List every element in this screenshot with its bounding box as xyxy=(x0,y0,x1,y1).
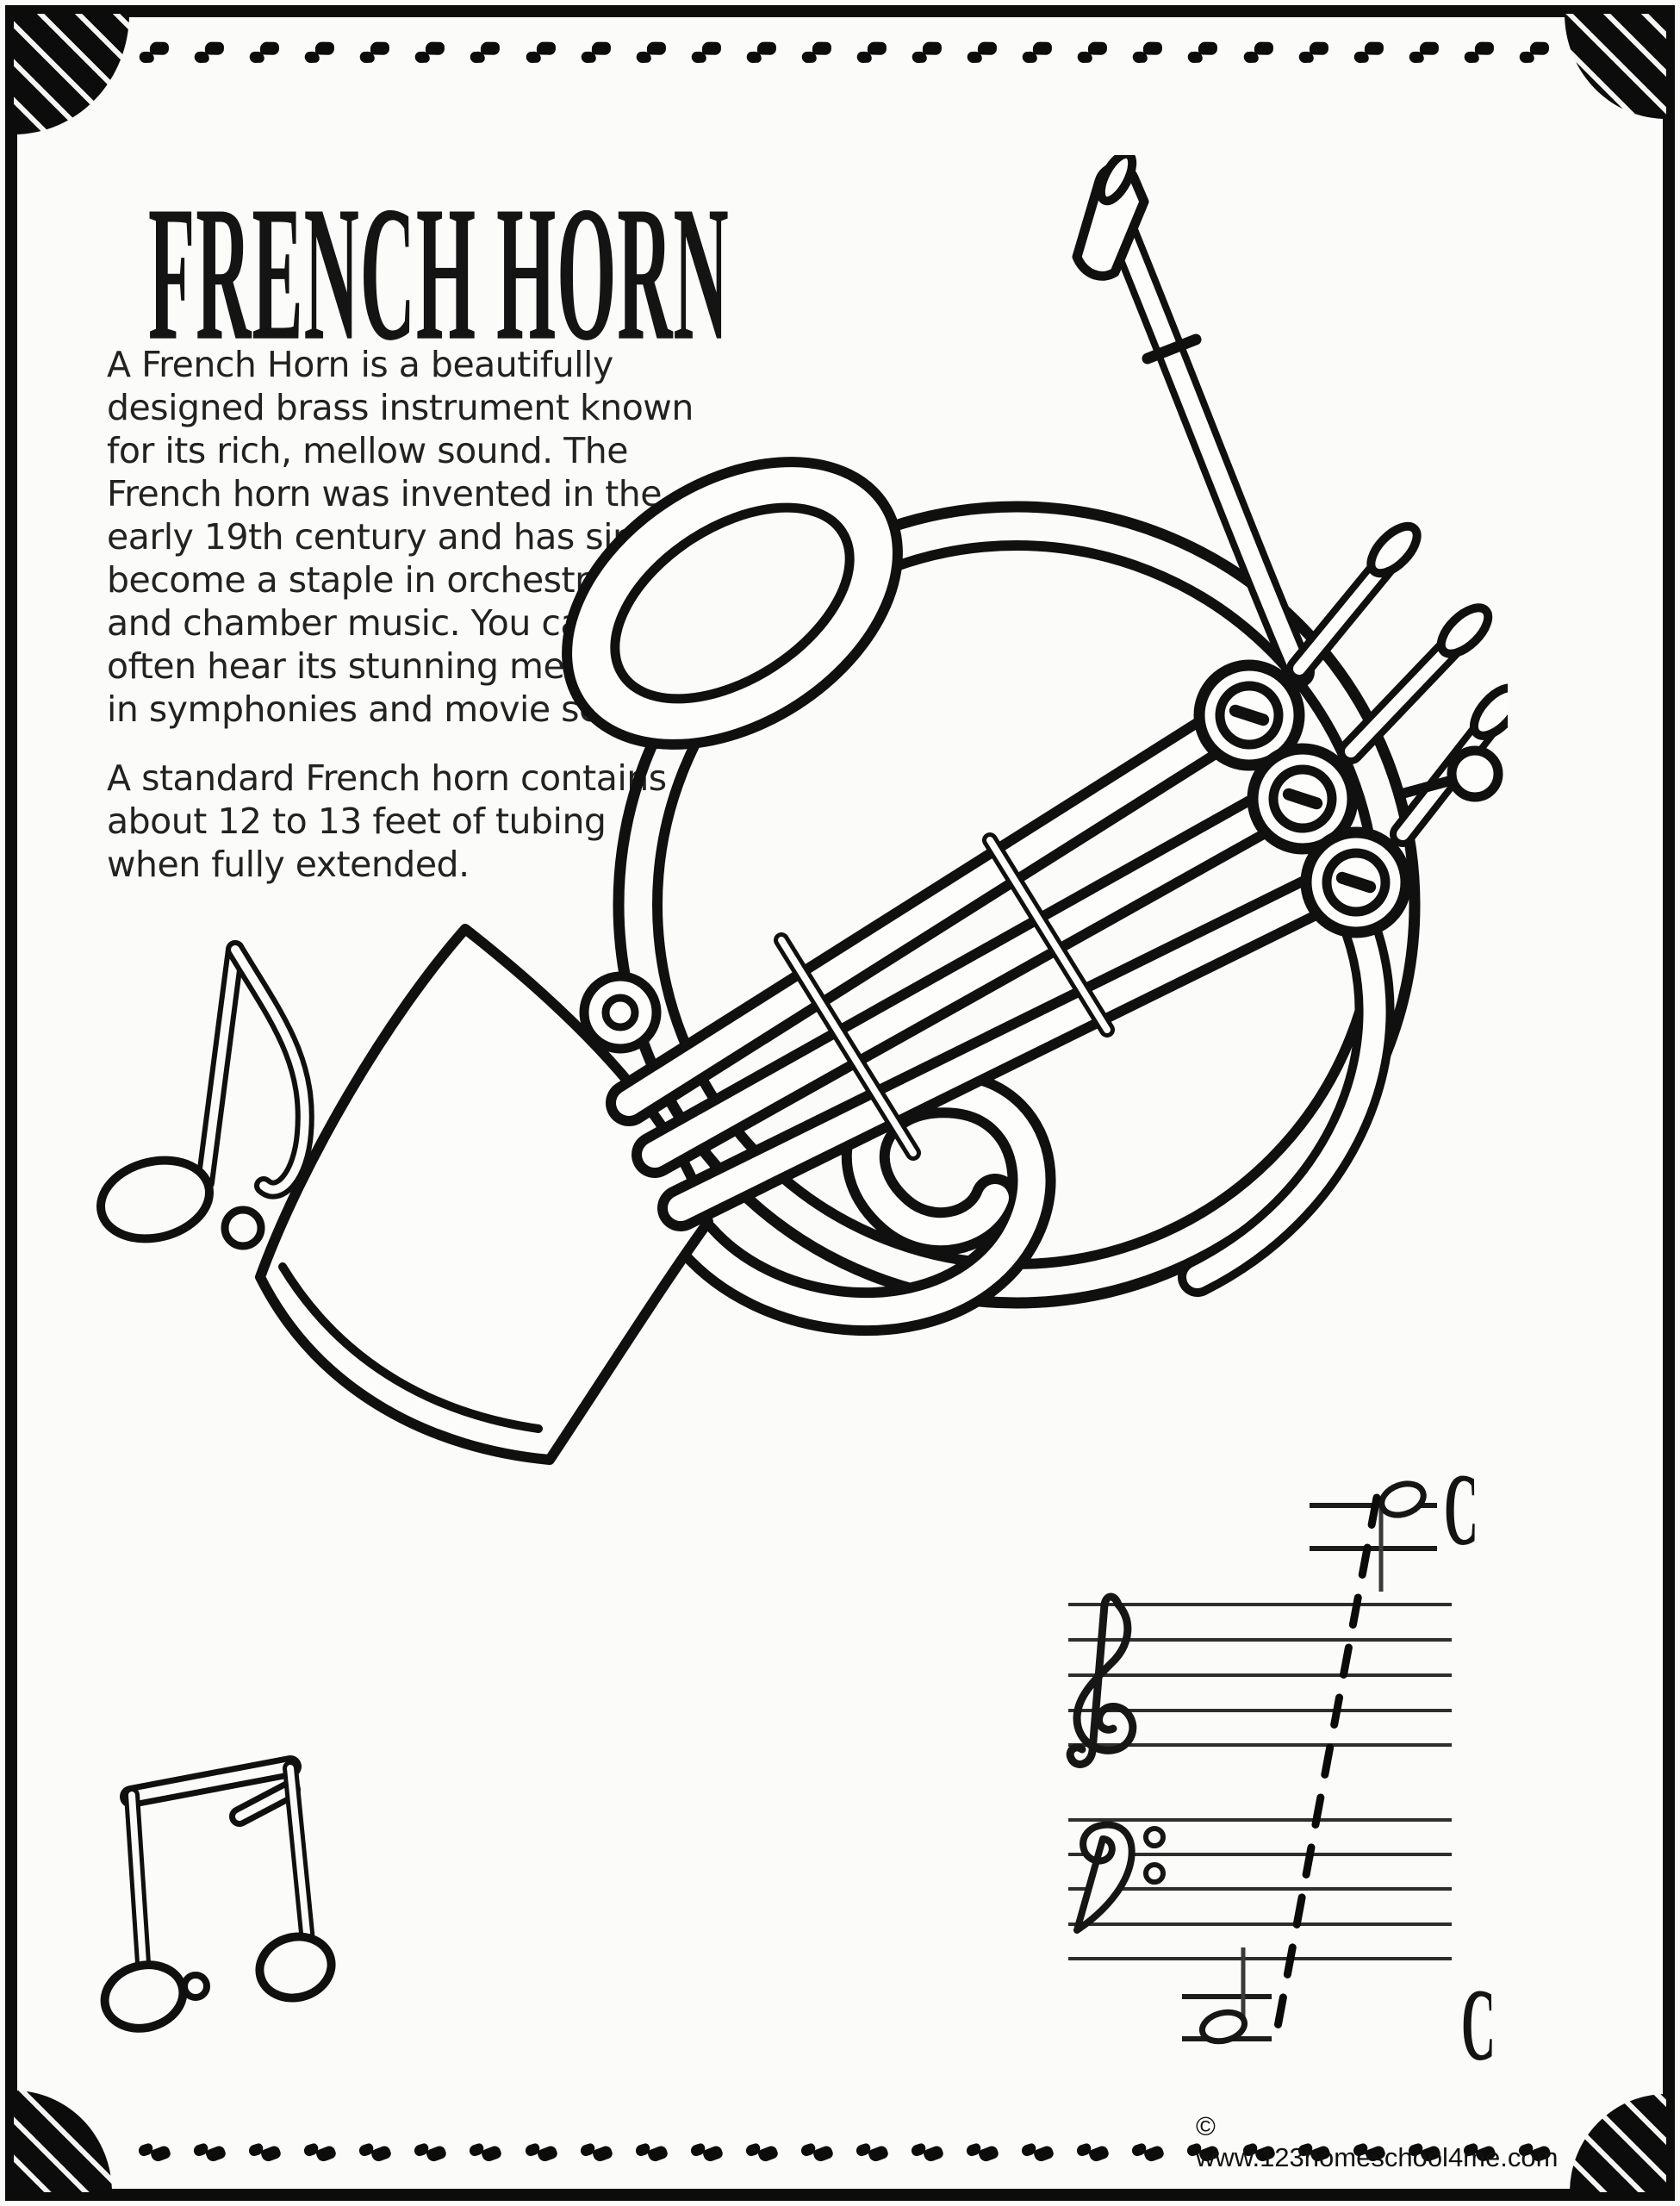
ornament-mark xyxy=(1350,37,1387,69)
horn-return-tube xyxy=(1178,911,1395,1297)
grand-staff-diagram xyxy=(1066,1480,1452,2045)
ornament-mark xyxy=(136,2136,172,2166)
ornament-mark xyxy=(246,37,283,69)
ornament-mark xyxy=(1019,2136,1055,2166)
ornament-mark xyxy=(577,37,614,69)
ornament-mark xyxy=(854,2136,890,2166)
treble-clef-icon xyxy=(1066,1592,1137,1768)
horn-rotary-valves xyxy=(1193,659,1412,938)
valve-rotor xyxy=(1247,743,1359,855)
dashed-range-line xyxy=(1273,1493,1381,2031)
ornament-mark xyxy=(302,2136,338,2166)
ornament-mark xyxy=(744,2136,780,2166)
corner-decoration-bottom-left xyxy=(14,2091,112,2192)
ornament-mark xyxy=(412,2136,448,2166)
ornament-mark xyxy=(688,37,725,69)
ornament-mark xyxy=(190,37,227,69)
ornament-mark xyxy=(1074,2136,1111,2166)
copyright-text: © www.123homeschool4me.com xyxy=(1196,2111,1559,2172)
ornament-mark xyxy=(468,2136,504,2166)
low-c-note xyxy=(1182,1947,1272,2045)
ornament-mark xyxy=(1129,37,1167,69)
high-c-label: C xyxy=(1444,1452,1478,1567)
ornament-mark xyxy=(688,2136,725,2166)
ornament-mark xyxy=(964,2136,1000,2166)
ornament-mark xyxy=(578,2136,614,2166)
high-c-note xyxy=(1310,1480,1437,1592)
ornament-mark xyxy=(1185,37,1222,69)
ornament-mark xyxy=(357,2136,393,2166)
border-ornament-row-top xyxy=(138,38,1551,69)
french-horn-illustration xyxy=(255,155,1508,1465)
ornament-mark xyxy=(963,37,1000,69)
treble-staff-lines xyxy=(1068,1603,1452,1747)
ornament-mark xyxy=(1460,37,1497,69)
ornament-mark xyxy=(908,37,945,69)
corner-decoration-bottom-right xyxy=(1570,2094,1666,2192)
ornament-mark xyxy=(1240,37,1277,69)
ornament-mark xyxy=(909,2136,945,2166)
ornament-mark xyxy=(1130,2136,1167,2166)
ornament-mark xyxy=(1295,37,1332,69)
ornament-mark xyxy=(1515,37,1552,69)
fact-paragraph: A standard French horn contains about 12… xyxy=(107,757,667,885)
ornament-mark xyxy=(412,37,449,69)
horn-water-key xyxy=(1394,745,1503,802)
low-c-label: C xyxy=(1461,1967,1496,2082)
horn-inner-loop xyxy=(562,457,903,750)
ornament-mark xyxy=(191,2136,227,2166)
ornament-mark xyxy=(1074,37,1111,69)
horn-s-tube xyxy=(674,1069,1056,1337)
ornament-mark xyxy=(135,37,172,69)
valve-rotor xyxy=(1300,826,1412,938)
ornament-mark xyxy=(523,2136,559,2166)
ornament-mark xyxy=(1019,37,1056,69)
ornament-mark xyxy=(799,2136,835,2166)
page-title-text: FRENCH HORN xyxy=(148,165,730,381)
ornament-mark xyxy=(357,37,394,69)
eighth-note-icon xyxy=(96,940,314,1250)
ornament-mark xyxy=(302,37,339,69)
ornament-mark xyxy=(633,2136,669,2166)
page-title: FRENCH HORN xyxy=(148,176,1354,370)
horn-small-ring xyxy=(579,971,662,1054)
ornament-mark xyxy=(632,37,669,69)
ornament-mark xyxy=(743,37,780,69)
ornament-mark xyxy=(853,37,890,69)
ornament-mark xyxy=(1405,37,1442,69)
bass-clef-icon xyxy=(1073,1821,1166,1934)
horn-mouthpiece xyxy=(1072,155,1149,281)
horn-leadpipe xyxy=(1098,193,1315,688)
beamed-notes-icon xyxy=(100,1755,336,2033)
horn-bell xyxy=(255,924,713,1465)
valve-rotor xyxy=(1193,659,1305,771)
horn-valve-slides xyxy=(606,696,1363,1231)
ornament-mark xyxy=(246,2136,283,2166)
corner-decoration-top-left xyxy=(14,14,129,134)
ornament-mark xyxy=(467,37,504,69)
ornament-mark xyxy=(522,37,559,69)
ornament-mark xyxy=(798,37,835,69)
corner-decoration-top-right xyxy=(1565,14,1666,119)
